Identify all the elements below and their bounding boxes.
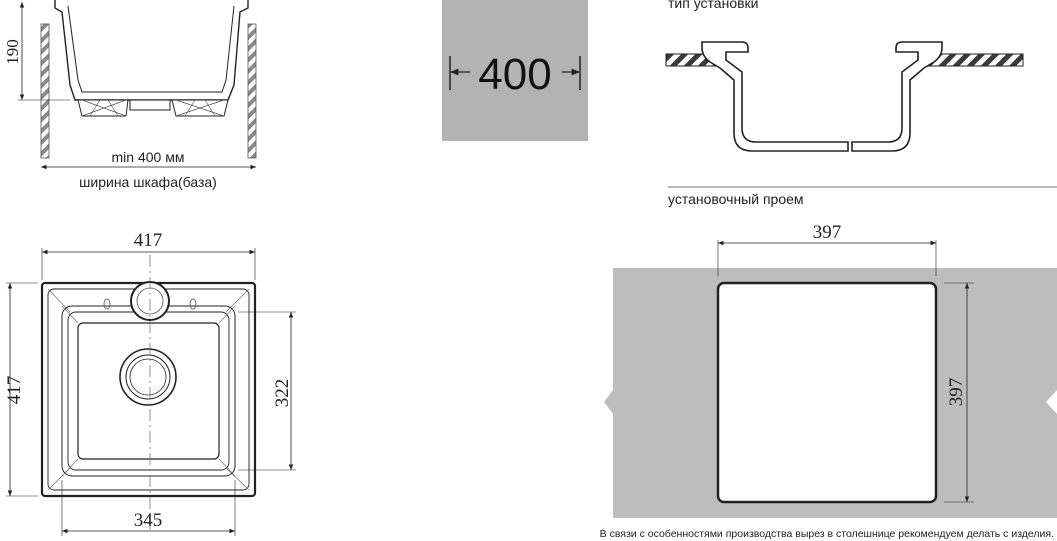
depth-value: 190 — [3, 39, 22, 65]
drain-outlet — [129, 99, 171, 111]
sink-base-cross-right — [175, 99, 225, 117]
sink-section-right — [851, 41, 943, 152]
cabinet-width-label: ширина шкафа(база) — [79, 174, 217, 190]
sink-bowl-inner — [77, 322, 220, 460]
drain-hole-inner — [129, 358, 167, 396]
cutout-height-value: 397 — [946, 378, 967, 407]
cabinet-size-badge: 400 — [442, 0, 588, 141]
badge-text-bg — [470, 52, 562, 92]
min-width-label: min 400 мм — [112, 149, 185, 165]
tap-hole-marker-left — [103, 298, 111, 310]
sink-rim-bevel — [47, 288, 250, 491]
side-view: 190 min 400 мм ширина шкафа(база) — [3, 0, 257, 190]
cabinet-wall-left — [40, 23, 50, 159]
outer-width-value: 417 — [134, 230, 163, 251]
sink-profile — [54, 0, 249, 101]
footnote: В связи с особенностями производства выр… — [600, 528, 1054, 540]
outer-height-value: 417 — [4, 376, 25, 405]
cutout-section: установочный проем 397 397 — [604, 186, 1057, 518]
sink-bowl-corners — [61, 305, 236, 477]
install-type-title: тип установки — [668, 0, 759, 11]
cutout-width-value: 397 — [813, 222, 842, 243]
installation-type: тип установки — [665, 0, 1024, 152]
cabinet-wall-right — [247, 23, 257, 159]
cutout-title: установочный проем — [668, 191, 804, 207]
tap-hole-marker-right — [189, 298, 197, 310]
sink-base-cross-left — [81, 99, 127, 117]
sink-profile-inner — [67, 5, 235, 93]
badge-value: 400 — [478, 50, 551, 99]
bowl-width-value: 345 — [134, 510, 163, 531]
sink-section-left — [701, 41, 849, 152]
bowl-height-value: 322 — [272, 379, 293, 408]
cutout-opening — [716, 281, 938, 504]
countertop-right — [927, 53, 1024, 67]
top-view: 417 417 322 345 — [4, 230, 296, 536]
